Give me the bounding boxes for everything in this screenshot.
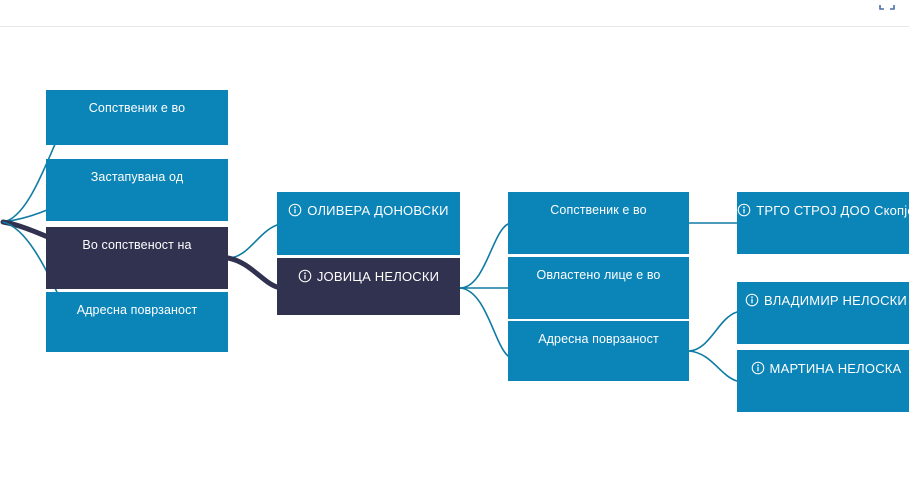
graph-node-label: Адресна поврзаност: [76, 303, 198, 317]
graph-node-text: ЈОВИЦА НЕЛОСКИ: [316, 269, 440, 284]
graph-edge: [459, 223, 509, 289]
graph-node-text: ВЛАДИМИР НЕЛОСКИ: [764, 293, 907, 308]
graph-node-relation[interactable]: Сопственик е во: [508, 192, 689, 254]
graph-edge: [688, 311, 738, 352]
toolbar: [0, 0, 909, 27]
graph-node-text: ТРГО СТРОЈ ДОО Скопје: [756, 203, 909, 218]
graph-node-label: ОЛИВЕРА ДОНОВСКИ: [277, 192, 460, 218]
graph-node-entity[interactable]: ЈОВИЦА НЕЛОСКИ: [277, 258, 460, 315]
graph-node-entity[interactable]: ОЛИВЕРА ДОНОВСКИ: [277, 192, 460, 255]
graph-edge: [227, 224, 278, 259]
info-icon[interactable]: [751, 361, 765, 375]
graph-node-relation[interactable]: Адресна поврзаност: [508, 321, 689, 381]
graph-node-label: Сопственик е во: [88, 101, 186, 115]
graph-node-entity[interactable]: МАРТИНА НЕЛОСКА: [737, 350, 909, 412]
graph-edge: [225, 255, 280, 290]
graph-node-entity[interactable]: ВЛАДИМИР НЕЛОСКИ: [737, 282, 909, 344]
graph-node-label: Во сопственост на: [82, 238, 192, 252]
graph-node-label: МАРТИНА НЕЛОСКА: [737, 350, 909, 376]
graph-node-relation[interactable]: Застапувана од: [46, 159, 228, 221]
info-icon[interactable]: [288, 203, 302, 217]
graph-node-label: ВЛАДИМИР НЕЛОСКИ: [737, 282, 909, 308]
graph-node-label: Застапувана од: [90, 170, 184, 184]
graph-edge: [459, 287, 509, 357]
graph-node-relation[interactable]: Овластено лице е во: [508, 257, 689, 319]
expand-fullscreen-icon[interactable]: [877, 0, 897, 12]
graph-node-label: ТРГО СТРОЈ ДОО Скопје: [737, 192, 909, 218]
info-icon[interactable]: [298, 269, 312, 283]
graph-node-label: Сопственик е во: [550, 203, 647, 217]
graph-edge: [688, 350, 738, 382]
graph-node-text: МАРТИНА НЕЛОСКА: [769, 361, 902, 376]
graph-node-relation[interactable]: Адресна поврзаност: [46, 292, 228, 352]
info-icon[interactable]: [737, 203, 751, 217]
graph-node-label: ЈОВИЦА НЕЛОСКИ: [277, 258, 460, 284]
graph-node-relation[interactable]: Во сопственост на: [46, 227, 228, 289]
graph-node-label: Адресна поврзаност: [538, 332, 659, 346]
info-icon[interactable]: [745, 293, 759, 307]
graph-node-text: ОЛИВЕРА ДОНОВСКИ: [307, 203, 449, 218]
graph-node-entity[interactable]: ТРГО СТРОЈ ДОО Скопје: [737, 192, 909, 254]
graph-node-relation[interactable]: Сопственик е во: [46, 90, 228, 145]
graph-node-label: Овластено лице е во: [536, 268, 661, 282]
